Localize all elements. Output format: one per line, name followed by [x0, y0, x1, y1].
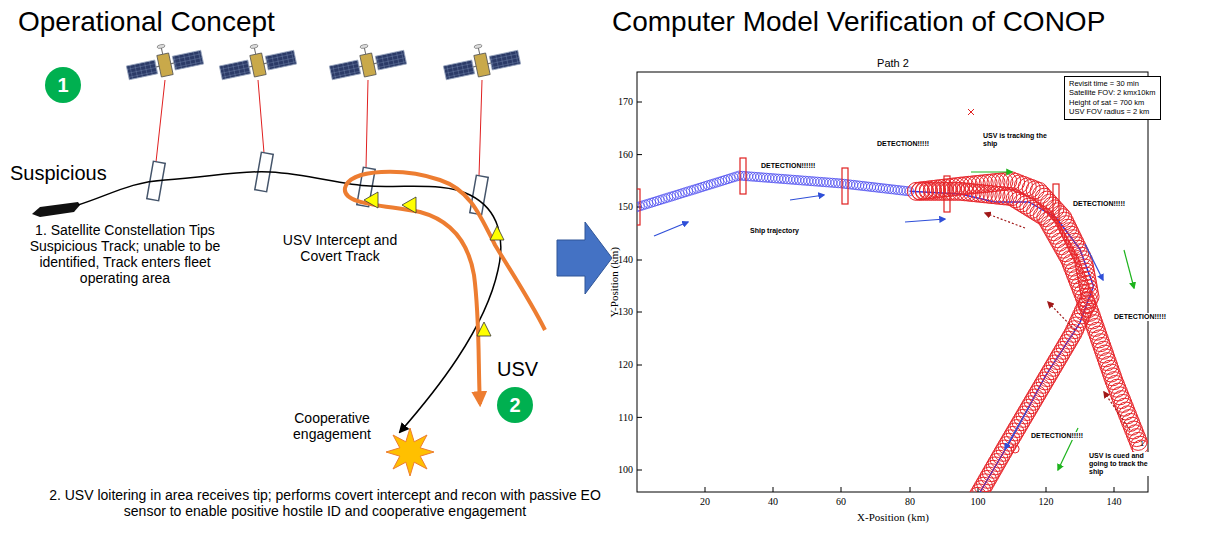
info-line: USV FOV radius = 2 km	[1069, 107, 1156, 116]
ship-icon	[32, 202, 80, 217]
plot-annotation: DETECTION!!!!!	[1072, 200, 1126, 208]
plot-annotation: 1	[1140, 440, 1144, 448]
flow-arrow	[557, 222, 612, 294]
satellite	[124, 37, 205, 84]
axis-title: Y-Position (km)	[608, 247, 621, 318]
satellite	[327, 37, 408, 84]
tick-marks	[637, 102, 1114, 492]
suspicious-track	[78, 172, 501, 432]
tick-label: 140	[1107, 496, 1122, 508]
step-note: 1. Satellite Constellation Tips Suspicio…	[18, 222, 233, 286]
info-line: Satellite FOV: 2 kmx10km	[1069, 88, 1156, 97]
tick-label: 140	[618, 254, 633, 266]
plot-annotation: DETECTION!!!!!!	[760, 162, 816, 170]
tick-label: 170	[618, 96, 633, 108]
engagement-label: Cooperative engagement	[280, 410, 385, 442]
satellite-fov-boxes	[147, 152, 488, 215]
info-line: Height of sat = 700 km	[1069, 98, 1156, 107]
plot-tracks	[637, 171, 1148, 492]
tick-label: 160	[618, 149, 633, 161]
track-label: Suspicious	[10, 162, 107, 185]
usv-fov-circle	[1011, 445, 1019, 453]
sensor-lines	[156, 80, 482, 176]
callout-number: 1	[57, 75, 68, 95]
tick-label: 100	[618, 464, 633, 476]
plot-annotation: DETECTION!!!!!	[876, 140, 930, 148]
usv-sensor-triangles	[364, 192, 504, 336]
callout-circle: 2	[497, 387, 533, 423]
info-box: Revisit time = 30 minSatellite FOV: 2 km…	[1064, 76, 1161, 120]
plot-annotation: DETECTION!!!!!	[1030, 432, 1084, 440]
ship-trajectory-circles	[637, 171, 914, 212]
plot-frame	[637, 72, 1148, 492]
tick-label: 150	[618, 201, 633, 213]
tick-label: 120	[618, 359, 633, 371]
satellites	[124, 37, 522, 84]
panel-title: Computer Model Verification of CONOP	[612, 6, 1105, 38]
tick-label: 130	[618, 306, 633, 318]
plot-direction-arrows	[654, 172, 1134, 470]
vehicle-label: USV	[497, 358, 538, 381]
usv-track	[345, 172, 545, 404]
callout-number: 2	[509, 395, 520, 415]
panel-title: Operational Concept	[18, 6, 275, 38]
plot-annotation: Ship trajectory	[749, 227, 800, 235]
tick-label: 100	[971, 496, 986, 508]
engagement-burst	[386, 428, 434, 476]
satellite	[441, 37, 522, 84]
tick-label: 80	[905, 496, 915, 508]
tick-label: 60	[836, 496, 846, 508]
step-note: 2. USV loitering in area receives tip; p…	[45, 487, 605, 519]
ship-trajectory-line	[910, 191, 1094, 492]
axis-title: X-Position (km)	[857, 511, 929, 524]
plot-title: Path 2	[877, 57, 909, 70]
plot-annotation: USV is tracking the ship	[982, 132, 1058, 148]
tick-label: 120	[1039, 496, 1054, 508]
callout-circle: 1	[45, 67, 81, 103]
satellite	[217, 37, 298, 84]
track-label: USV Intercept and Covert Track	[275, 232, 405, 264]
plot-annotation: DETECTION!!!!!	[1113, 313, 1167, 321]
plot-annotation: USV is cued and going to track the ship	[1088, 452, 1160, 476]
tick-label: 110	[618, 412, 633, 424]
usv-trajectory-circles	[907, 172, 1148, 492]
plot-fov-boxes	[637, 158, 1059, 225]
plot-marker-x	[968, 109, 974, 115]
info-line: Revisit time = 30 min	[1069, 79, 1156, 88]
tick-label: 40	[768, 496, 778, 508]
tick-label: 20	[700, 496, 710, 508]
